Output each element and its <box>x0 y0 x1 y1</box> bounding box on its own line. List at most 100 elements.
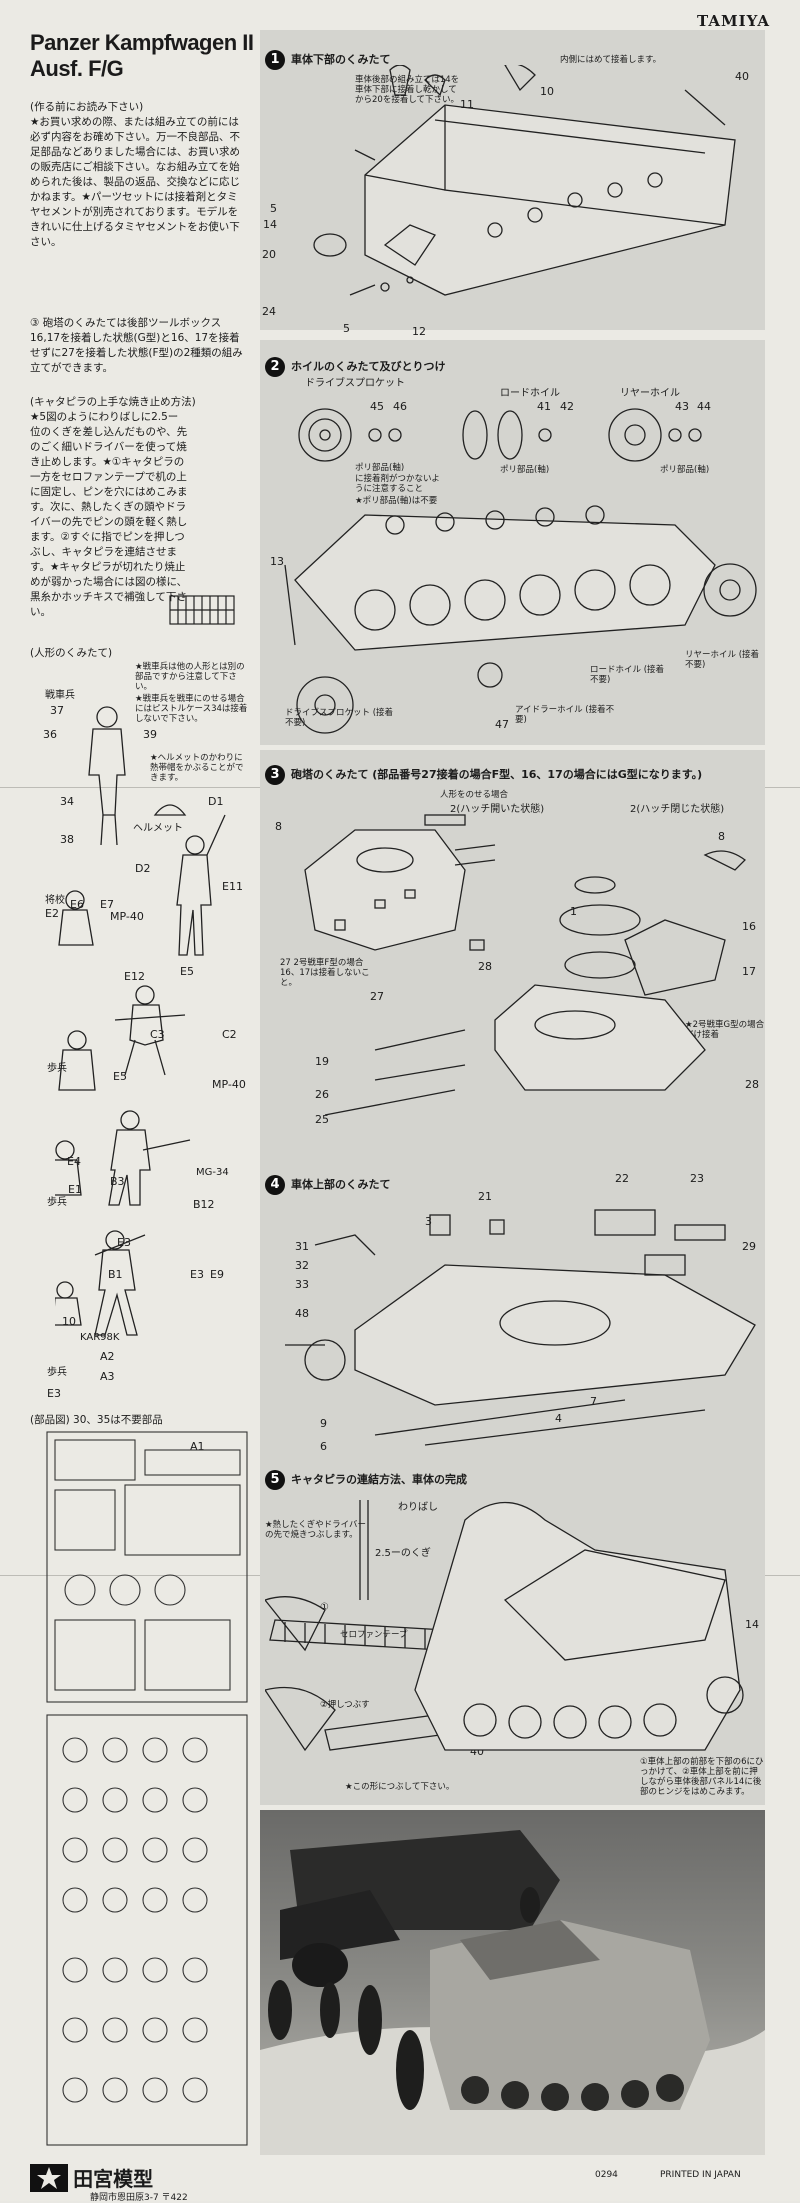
part-label: 32 <box>295 1259 309 1272</box>
turret-assembly-illustration <box>304 814 746 1116</box>
diorama-photo <box>260 1810 765 2155</box>
part-label: C3 <box>150 1028 165 1041</box>
track-tip-section: (キャタピラの上手な焼き止め方法) ★5図のようにわりばしに2.5ー位のくぎを差… <box>30 395 248 620</box>
part-label: 45 <box>370 400 384 413</box>
figure-note-1: ★戦車兵は他の人形とは別の部品ですから注意して下さい。 <box>135 662 245 692</box>
part-label: 7 <box>590 1395 597 1408</box>
wheel-assembly-illustration <box>284 408 757 734</box>
part-label: 24 <box>262 305 276 318</box>
part-label: 11 <box>460 98 474 111</box>
part-label: 29 <box>742 1240 756 1253</box>
figure-note-2: ★戦車兵を戦車にのせる場合にはピストルケース34は接着しないで下さい。 <box>135 694 248 724</box>
part-label: 8 <box>275 820 282 833</box>
parts-heading: (部品図) 30、35は不要部品 <box>30 1414 163 1426</box>
part-label: B1 <box>108 1268 123 1281</box>
track-tip-heading: (キャタピラの上手な焼き止め方法) <box>30 396 196 408</box>
part-label: 14 <box>263 218 277 231</box>
sprocket-label: ドライブスプロケット <box>305 378 405 389</box>
poly-label-1: ポリ部品(軸) <box>355 463 405 473</box>
page-title: Panzer Kampfwagen II Ausf. F/G <box>30 30 254 82</box>
part-label: 37 <box>50 704 64 717</box>
label-officer: 将校 <box>45 895 65 906</box>
track-link-assembly-illustration <box>265 1500 744 1752</box>
part-label: 10 <box>540 85 554 98</box>
company-address: 静岡市恩田原3-7 〒422 <box>90 2193 188 2203</box>
part-label: 44 <box>697 400 711 413</box>
part-label: 28 <box>745 1078 759 1091</box>
title-line-2: Ausf. F/G <box>30 56 124 81</box>
step-3-title: 3 砲塔のくみたて (部品番号27接着の場合F型、16、17の場合にはG型になりま… <box>265 765 765 785</box>
step-4-number: 4 <box>265 1175 285 1195</box>
part-label: 16 <box>742 920 756 933</box>
marker-1: ① <box>320 1602 329 1613</box>
intro-text: ★お買い求めの際、または組み立ての前には必ず内容をお確め下さい。万一不良部品、不… <box>30 116 240 248</box>
part-label: E1 <box>68 1183 82 1196</box>
nail-label: 2.5ーのくぎ <box>375 1548 431 1559</box>
part-label: 42 <box>560 400 574 413</box>
hatch-closed-label: 2(ハッチ閉じた状態) <box>630 804 725 815</box>
part-label: 12 <box>412 325 426 338</box>
part-label: 26 <box>315 1088 329 1101</box>
rearwheel-label: リヤーホイル <box>620 388 680 399</box>
part-label: 34 <box>60 795 74 808</box>
part-label: A3 <box>100 1370 115 1383</box>
part-label: 17 <box>742 965 756 978</box>
label-infantry-1: 歩兵 <box>47 1063 67 1074</box>
turret-note: ③ 砲塔のくみたては後部ツールボックス16,17を接着した状態(G型)と16、1… <box>30 317 243 374</box>
part-label: E5 <box>113 1070 127 1083</box>
part-label: 28 <box>478 960 492 973</box>
part-label: E11 <box>222 880 243 893</box>
label-helmet: ヘルメット <box>133 823 183 834</box>
part-label: A2 <box>100 1350 115 1363</box>
part-label: 14 <box>745 1618 759 1631</box>
idler-noglue: アイドラーホイル (接着不要) <box>515 705 615 725</box>
step-1-number: 1 <box>265 50 285 70</box>
step-3-title-text: 砲塔のくみたて (部品番号27接着の場合F型、16、17の場合にはG型になります… <box>291 768 703 781</box>
part-label: MP-40 <box>110 910 144 923</box>
sprocket-noglue: ドライブスプロケット (接着不要) <box>285 708 394 728</box>
diorama-photo-image <box>260 1810 765 2155</box>
part-label: MP-40 <box>212 1078 246 1091</box>
part-label: 21 <box>478 1190 492 1203</box>
rearwheel-noglue: リヤーホイル (接着不要) <box>685 650 760 670</box>
part-label: 48 <box>295 1307 309 1320</box>
print-code: 0294 <box>595 2170 618 2180</box>
hull-lower-assembly-illustration <box>313 65 736 296</box>
printed-in-japan: PRINTED IN JAPAN <box>660 2170 741 2180</box>
hull-upper-assembly-illustration <box>285 1209 756 1446</box>
part-label: 4 <box>555 1412 562 1425</box>
part-label: E2 <box>45 907 59 920</box>
part-label: 13 <box>270 555 284 568</box>
part-label: 46 <box>393 400 407 413</box>
brand-label: TAMIYA <box>697 12 770 30</box>
press-label: ②押しつぶす <box>320 1700 370 1710</box>
assembly-note: ①車体上部の前部を下部の6にひっかけて、②車体上部を前に押しながら車体後部パネル… <box>640 1757 764 1797</box>
figure-note-3: ★ヘルメットのかわりに熱帯帽をかぶることができます。 <box>150 753 244 783</box>
cellophane-tape-label: セロファンテープ <box>340 1630 408 1640</box>
figures-heading: (人形のくみたて) <box>30 647 113 659</box>
shape-note: ★この形につぶして下さい。 <box>345 1782 455 1792</box>
part-label: 20 <box>262 248 276 261</box>
step-5-number: 5 <box>265 1470 285 1490</box>
step-1-note-2: 内側にはめて接着します。 <box>560 55 662 65</box>
label-infantry-3: 歩兵 <box>47 1367 67 1378</box>
part-label: E12 <box>124 970 145 983</box>
poly-note-1: に接着剤がつかないように注意すること <box>355 474 440 494</box>
step-3-panel <box>260 750 765 1180</box>
part-label: 19 <box>315 1055 329 1068</box>
intro-section: (作る前にお読み下さい) ★お買い求めの際、または組み立ての前には必ず内容をお確… <box>30 100 248 250</box>
label-tank-crew: 戦車兵 <box>45 690 75 701</box>
chopstick-label: わりばし <box>398 1502 438 1513</box>
g-type-note: ★2号戦車G型の場合だけ接着 <box>685 1020 765 1040</box>
part-label: 9 <box>320 1417 327 1430</box>
part-label: 33 <box>295 1278 309 1291</box>
part-label: 36 <box>43 728 57 741</box>
intro-heading: (作る前にお読み下さい) <box>30 101 144 113</box>
part-label: D2 <box>135 862 151 875</box>
part-label: D1 <box>208 795 224 808</box>
step-3-number: 3 <box>265 765 285 785</box>
parts-sprue-diagram <box>46 1431 248 2146</box>
poly-label-2: ポリ部品(軸) <box>500 465 550 475</box>
